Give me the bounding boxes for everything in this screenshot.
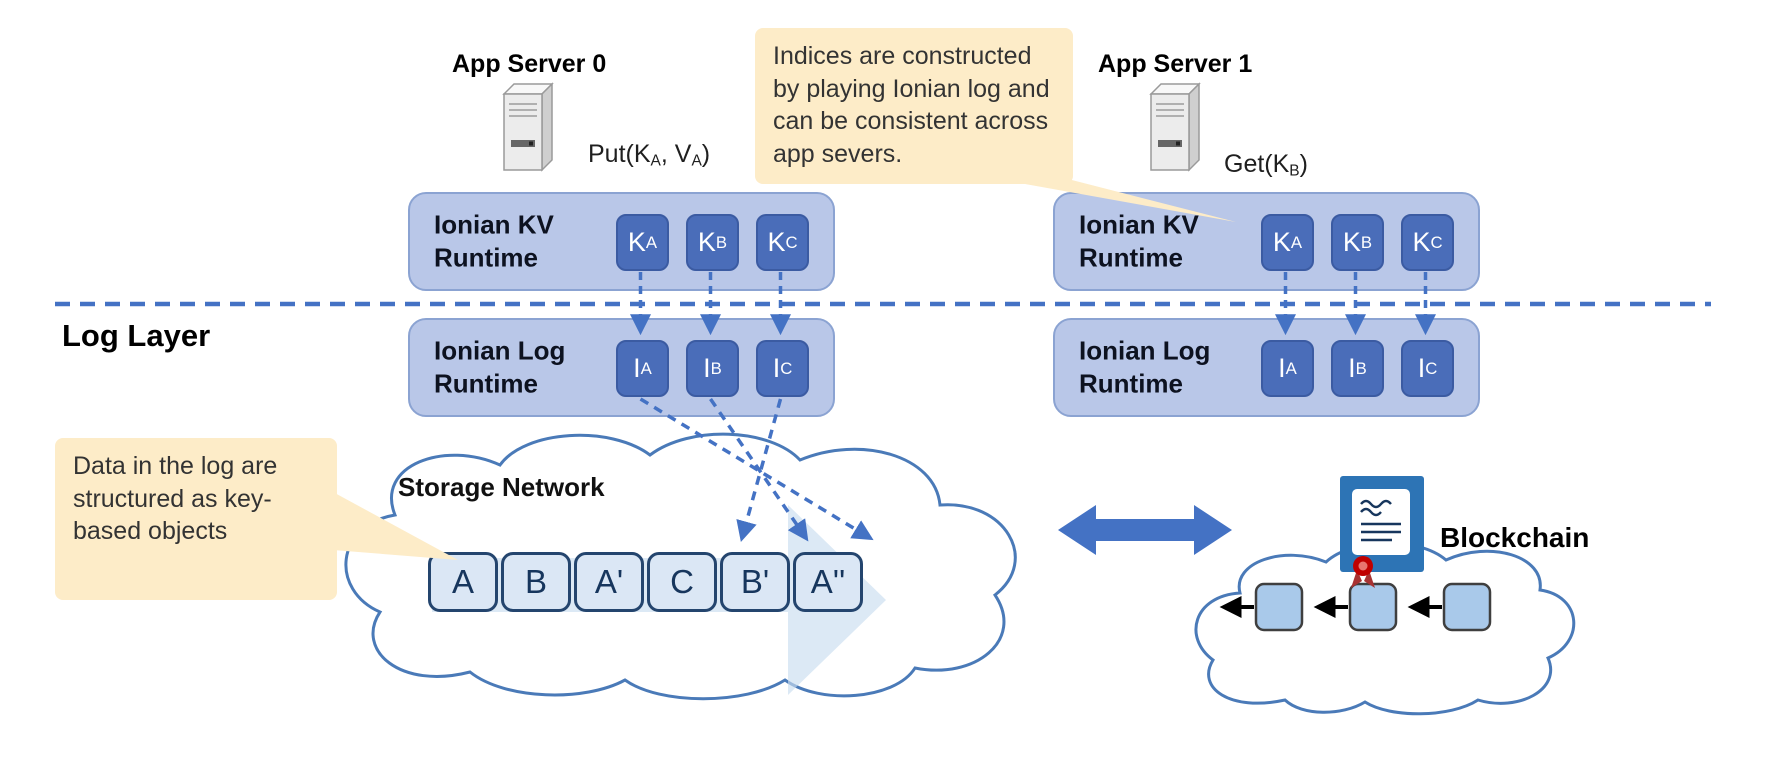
put-close: ) [701,140,711,168]
chip-base: K [767,227,786,257]
put-text: Put(K [588,140,651,168]
chip-sub: A [645,232,658,252]
log-layer-label: Log Layer [62,318,211,353]
chip-base: I [1417,353,1426,383]
app-server-1-title: App Server 1 [1098,50,1253,78]
blockchain-label: Blockchain [1440,522,1590,553]
get-text: Get(K [1224,150,1290,178]
smart-contract-scroll-icon [1340,476,1424,588]
put-operation-label: Put(KA, VA) [588,140,710,170]
chip-sub: C [785,232,798,252]
put-sub-1: A [650,152,661,170]
log-entry-a2: A'' [793,552,863,612]
log-entry-b: B [501,552,571,612]
indices-callout: Indices are constructed by playing Ionia… [755,28,1073,184]
server-tower-icon [1149,82,1201,172]
blockchain-cloud [1194,541,1576,716]
server-tower-icon [502,82,554,172]
chip-base: I [633,353,641,383]
chain-block [1348,582,1398,632]
log-runtime-title: Ionian Log Runtime [1079,335,1211,399]
chain-block [1254,582,1304,632]
chip-base: I [703,353,711,383]
blockchain-chain-icon [1219,582,1492,632]
chip-sub: B [715,232,728,252]
log-entry-a: A [428,552,498,612]
chip-base: K [627,227,646,257]
chip-base: K [697,227,716,257]
kv-runtime-title: Ionian KV Runtime [434,209,554,273]
data-log-callout: Data in the log are structured as key-ba… [55,438,337,600]
chip-base: I [1348,353,1356,383]
put-sub-2: A [691,152,702,170]
get-operation-label: Get(KB) [1224,150,1308,180]
chip-base: I [1278,353,1286,383]
chip-sub: A [1290,232,1303,252]
chip-sub: A [1285,358,1297,378]
get-close: ) [1299,150,1308,178]
chip-sub: B [710,358,722,378]
chain-block [1442,582,1492,632]
chip-base: K [1272,227,1291,257]
chip-sub: B [1360,232,1373,252]
put-mid: , V [660,140,692,168]
chip-sub: C [1425,358,1438,378]
chip-sub: C [1430,232,1443,252]
log-runtime-title: Ionian Log Runtime [434,335,566,399]
sync-double-arrow [1058,505,1232,555]
storage-network-title: Storage Network [398,472,605,502]
chip-base: I [772,353,781,383]
kv-runtime-title: Ionian KV Runtime [1079,209,1199,273]
chip-base: K [1412,227,1431,257]
chip-sub: B [1355,358,1367,378]
chip-base: K [1342,227,1361,257]
app-server-0-title: App Server 0 [452,50,607,78]
chip-sub: A [640,358,652,378]
chip-sub: C [780,358,793,378]
log-entry-b1: B' [720,552,790,612]
log-to-storage-arrows [639,397,874,543]
get-sub-1: B [1289,162,1300,180]
log-entry-a1: A' [574,552,644,612]
log-entry-c: C [647,552,717,612]
